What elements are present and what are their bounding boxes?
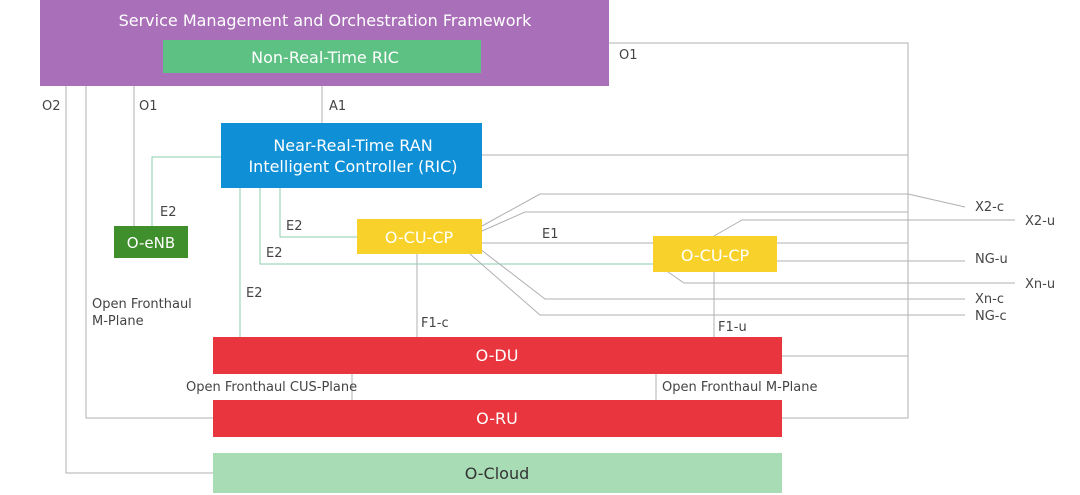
o-du-label: O-DU — [476, 346, 519, 365]
xn-c-label: Xn-c — [975, 292, 1004, 307]
non-rt-ric-box: Non-Real-Time RIC — [163, 40, 481, 73]
o-cu-cp-1-rect — [357, 219, 482, 254]
o-cu-cp-1-label: O-CU-CP — [385, 228, 454, 247]
o1-right-connector — [609, 42, 909, 419]
o-du-box: O-DU — [213, 337, 782, 374]
e2-to-o-cu-cp-2-connector — [259, 188, 653, 265]
o-cloud-rect — [213, 453, 782, 493]
e2-o-du-label: E2 — [246, 286, 263, 301]
smo-label: Service Management and Orchestration Fra… — [119, 11, 533, 30]
e2-o-cu-cp-label: E2 — [286, 219, 303, 234]
e2-o-cu-cp-2-label: E2 — [266, 246, 283, 261]
e2-to-o-enb-connector — [151, 156, 221, 226]
o2-label: O2 — [42, 99, 61, 114]
x2-c-line — [481, 193, 966, 227]
f1-c-label: F1-c — [421, 316, 449, 331]
e2-o-enb-label: E2 — [160, 205, 177, 220]
x2-u-line — [713, 219, 1015, 237]
ng-u-label: NG-u — [975, 252, 1008, 267]
o-cu-cp-1-box: O-CU-CP — [357, 219, 482, 254]
fronthaul-mplane-left-connector — [85, 86, 213, 419]
o-cu-cp-2-label: O-CU-CP — [681, 246, 750, 265]
o-cu-cp-2-rect — [653, 236, 777, 272]
f1-u-label: F1-u — [718, 320, 747, 335]
o-enb-box: O-eNB — [114, 226, 188, 258]
fronthaul-mplane-left-label-1: Open Fronthaul — [92, 297, 192, 312]
ng-c-line — [469, 253, 965, 316]
o-enb-label: O-eNB — [127, 234, 175, 252]
o-cloud-box: O-Cloud — [213, 453, 782, 493]
xn-u-label: Xn-u — [1025, 277, 1055, 292]
e1-label: E1 — [542, 227, 559, 242]
non-rt-ric-rect — [163, 40, 481, 73]
xn-c-line — [479, 248, 965, 300]
o-ru-label: O-RU — [476, 409, 518, 428]
near-rt-ric-box: Near-Real-Time RAN Intelligent Controlle… — [221, 123, 482, 188]
x2-u-label: X2-u — [1025, 214, 1055, 229]
o-cu-cp-2-box: O-CU-CP — [653, 236, 777, 272]
near-rt-ric-label-line2: Intelligent Controller (RIC) — [248, 157, 457, 176]
o-ru-box: O-RU — [213, 400, 782, 437]
near-rt-ric-rect — [221, 123, 482, 188]
o1-left-label: O1 — [139, 99, 158, 114]
fronthaul-mplane-right-label: Open Fronthaul M-Plane — [662, 380, 818, 395]
o-enb-rect — [114, 226, 188, 258]
connector-lines — [65, 42, 1015, 474]
non-rt-ric-label: Non-Real-Time RIC — [251, 48, 399, 67]
o-ru-rect — [213, 400, 782, 437]
external-interface-labels: X2-c X2-u NG-u Xn-u Xn-c NG-c — [975, 200, 1055, 324]
x2-u-line-1 — [481, 211, 908, 232]
o-cloud-label: O-Cloud — [465, 464, 530, 483]
ng-c-label: NG-c — [975, 309, 1007, 324]
near-rt-ric-label-line1: Near-Real-Time RAN — [273, 136, 432, 155]
xn-u-line — [667, 271, 1015, 284]
e2-to-o-cu-cp-1-connector — [279, 188, 357, 238]
o2-connector — [65, 86, 213, 474]
interface-labels: O1 O2 O1 A1 E2 E2 E2 E2 E1 F1-c F1-u Ope… — [42, 48, 818, 395]
fronthaul-cus-plane-label: Open Fronthaul CUS-Plane — [186, 380, 357, 395]
x2-c-label: X2-c — [975, 200, 1004, 215]
o-du-rect — [213, 337, 782, 374]
o1-right-label: O1 — [619, 48, 638, 63]
fronthaul-mplane-left-label-2: M-Plane — [92, 314, 144, 329]
a1-label: A1 — [329, 99, 346, 114]
